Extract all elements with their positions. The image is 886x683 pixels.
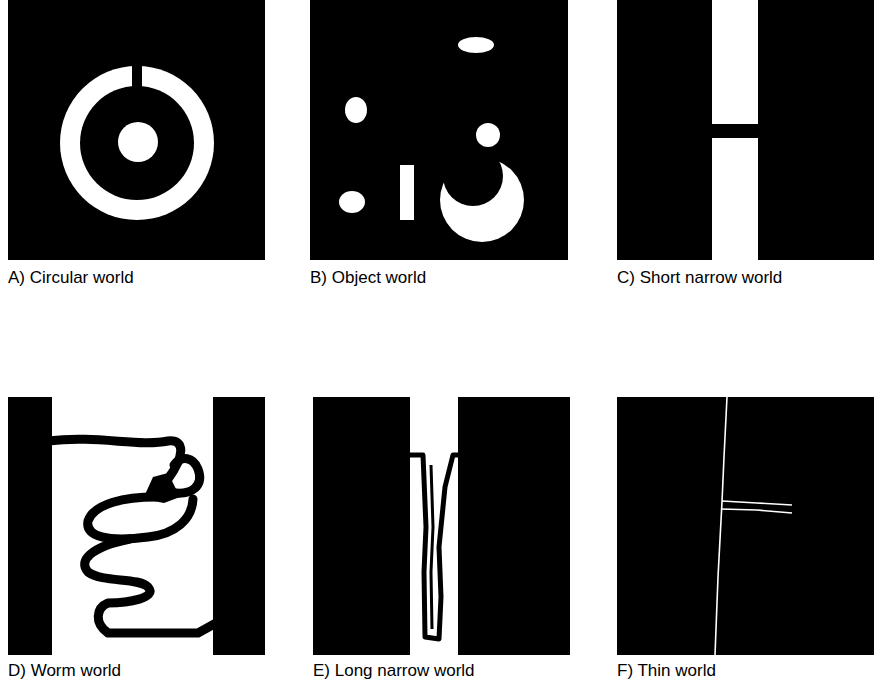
panel-ground: [617, 0, 874, 260]
bridge-bar: [712, 124, 758, 138]
object-circle: [476, 123, 500, 147]
ring-gap: [132, 62, 142, 88]
panel-ground: [313, 397, 570, 655]
corridor: [712, 0, 758, 260]
worm-segment: [85, 539, 216, 633]
left-wall: [8, 397, 52, 655]
worm-knot: [143, 473, 180, 503]
long-narrow-world-panel: [313, 397, 570, 655]
thin-line: [722, 501, 792, 505]
thin-line: [715, 397, 727, 655]
object-circle: [339, 191, 365, 213]
short-narrow-world-panel: [617, 0, 874, 260]
corridor: [410, 397, 458, 655]
worm: [48, 439, 216, 633]
panel-caption: F) Thin world: [617, 661, 716, 681]
object-circle: [345, 97, 367, 123]
panel-ground: [8, 0, 265, 260]
circular-world-panel: [8, 0, 265, 260]
right-wall: [213, 397, 265, 655]
object-bar: [400, 165, 414, 220]
panel-caption: A) Circular world: [8, 268, 134, 288]
object-world-panel: [310, 0, 568, 260]
panel-caption: D) Worm world: [8, 661, 121, 681]
narrow-loop: [409, 455, 459, 639]
panel-ground: [8, 397, 265, 655]
thin-line: [721, 509, 792, 513]
worm-segment: [88, 497, 193, 539]
panel-ground: [617, 397, 874, 655]
object-ellipse: [458, 37, 494, 53]
ring-outer: [60, 66, 214, 220]
panel-ground: [310, 0, 568, 260]
center-disk: [118, 122, 158, 162]
worm-segment: [48, 439, 181, 479]
crescent-cut: [443, 146, 503, 206]
thin-passages: [715, 397, 792, 655]
thin-world-panel: [617, 397, 874, 655]
worm-world-panel: [8, 397, 265, 655]
narrow-loop-inner: [431, 465, 433, 629]
panel-caption: C) Short narrow world: [617, 268, 782, 288]
panel-caption: E) Long narrow world: [313, 661, 475, 681]
ring-inner: [80, 86, 194, 200]
panel-caption: B) Object world: [310, 268, 426, 288]
